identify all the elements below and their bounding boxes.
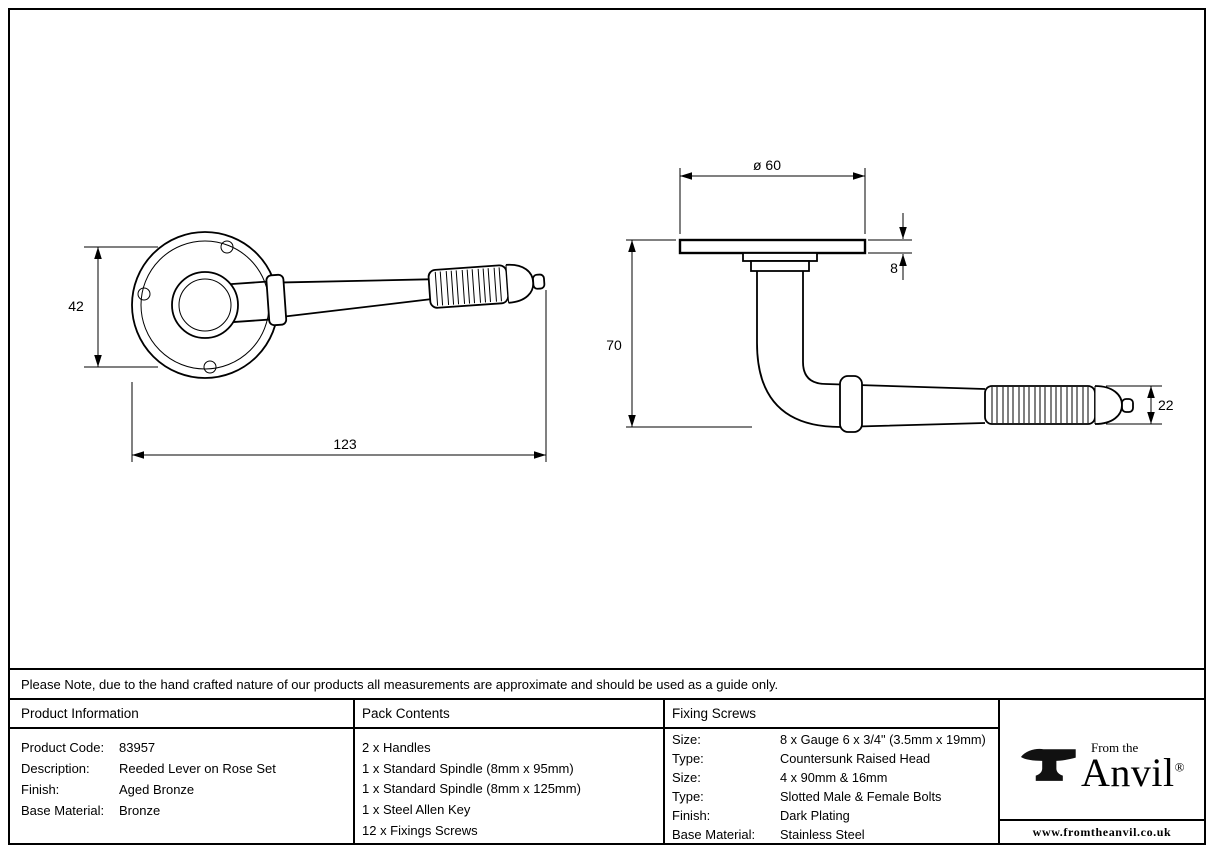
row-value: Reeded Lever on Rose Set — [119, 761, 276, 776]
list-item: 12 x Fixings Screws — [362, 823, 478, 839]
table-row: Product Code: 83957 — [10, 737, 353, 758]
lever-collar — [839, 375, 863, 433]
anvil-icon — [1020, 748, 1076, 781]
row-label: Description: — [21, 761, 90, 776]
row-value: Bronze — [119, 803, 161, 818]
front-view-drawing: 42 123 — [68, 231, 547, 462]
lever-end-nub — [1121, 398, 1134, 413]
rose-plate — [678, 238, 867, 255]
info-table: Product Information Product Code: 83957 … — [10, 700, 1204, 843]
row-label: Finish: — [672, 808, 711, 823]
registered-mark: ® — [1174, 759, 1185, 775]
row-value: Dark Plating — [780, 808, 850, 823]
row-value: 4 x 90mm & 16mm — [780, 770, 888, 785]
row-label: Finish: — [21, 782, 60, 797]
table-row: Type: Countersunk Raised Head — [665, 749, 998, 768]
product-information-header: Product Information — [10, 700, 353, 729]
dim-label-123: 123 — [333, 436, 357, 452]
technical-drawing: 42 123 — [68, 157, 1174, 462]
brand-tagline: From the — [1090, 740, 1139, 755]
side-view-drawing: ø 60 8 70 22 — [606, 157, 1174, 433]
dim-label-diameter: ø 60 — [753, 157, 781, 173]
table-row: Description: Reeded Lever on Rose Set — [10, 758, 353, 779]
brand-column: From the Anvil® www.fromtheanvil.co.uk — [1000, 700, 1204, 843]
row-value: Slotted Male & Female Bolts — [780, 789, 942, 804]
table-row: Base Material: Stainless Steel — [665, 825, 998, 844]
row-label: Type: — [672, 751, 704, 766]
fixing-screws-column: Fixing Screws Size: 8 x Gauge 6 x 3/4" (… — [665, 700, 1000, 843]
row-value: Countersunk Raised Head — [780, 751, 931, 766]
pack-contents-header: Pack Contents — [355, 700, 663, 729]
dim-label-8: 8 — [890, 260, 898, 276]
dim-rose-thickness: 8 — [868, 213, 912, 280]
row-label: Product Code: — [21, 740, 105, 755]
row-label: Type: — [672, 789, 704, 804]
list-item: 1 x Standard Spindle (8mm x 95mm) — [362, 760, 574, 776]
row-value: 83957 — [119, 740, 156, 755]
dim-label-42: 42 — [68, 298, 84, 314]
row-label: Base Material: — [672, 827, 756, 842]
fixing-screws-header: Fixing Screws — [665, 700, 998, 729]
table-row: Base Material: Bronze — [10, 800, 353, 821]
dim-rose-diameter: ø 60 — [679, 157, 866, 234]
row-value: 8 x Gauge 6 x 3/4" (3.5mm x 19mm) — [780, 732, 986, 747]
brand-url: www.fromtheanvil.co.uk — [1000, 819, 1204, 843]
list-item: 2 x Handles — [362, 739, 431, 755]
dim-projection: 70 — [606, 239, 752, 428]
row-value: Stainless Steel — [780, 827, 865, 842]
row-label: Base Material: — [21, 803, 105, 818]
table-row: Size: 8 x Gauge 6 x 3/4" (3.5mm x 19mm) — [665, 730, 998, 749]
row-label: Size: — [672, 732, 701, 747]
dim-label-22: 22 — [1158, 397, 1174, 413]
dim-rose-height: 42 — [68, 246, 158, 368]
list-item: 1 x Steel Allen Key — [362, 802, 471, 818]
row-value: Aged Bronze — [119, 782, 195, 797]
dim-label-70: 70 — [606, 337, 622, 353]
brand-name: Anvil® — [1080, 750, 1185, 795]
table-row: Finish: Aged Bronze — [10, 779, 353, 800]
screw-hole — [220, 240, 234, 254]
front-lever — [230, 263, 546, 327]
pack-contents-column: Pack Contents 2 x Handles 1 x Standard S… — [355, 700, 665, 843]
product-information-column: Product Information Product Code: 83957 … — [10, 700, 355, 843]
table-row: Size: 4 x 90mm & 16mm — [665, 768, 998, 787]
screw-hole — [203, 360, 217, 374]
table-row: Finish: Dark Plating — [665, 806, 998, 825]
list-item: 1 x Standard Spindle (8mm x 125mm) — [362, 781, 581, 797]
measurement-note: Please Note, due to the hand crafted nat… — [10, 668, 1204, 700]
dim-lever-diameter: 22 — [1106, 385, 1174, 425]
table-row: Type: Slotted Male & Female Bolts — [665, 787, 998, 806]
dim-overall-length: 123 — [131, 290, 547, 462]
note-text: Please Note, due to the hand crafted nat… — [21, 676, 779, 692]
row-label: Size: — [672, 770, 701, 785]
lever-end-nub — [532, 273, 546, 290]
brand-logo: From the Anvil® — [1000, 740, 1204, 795]
spec-sheet: 42 123 — [8, 8, 1206, 845]
screw-hole — [137, 287, 151, 301]
